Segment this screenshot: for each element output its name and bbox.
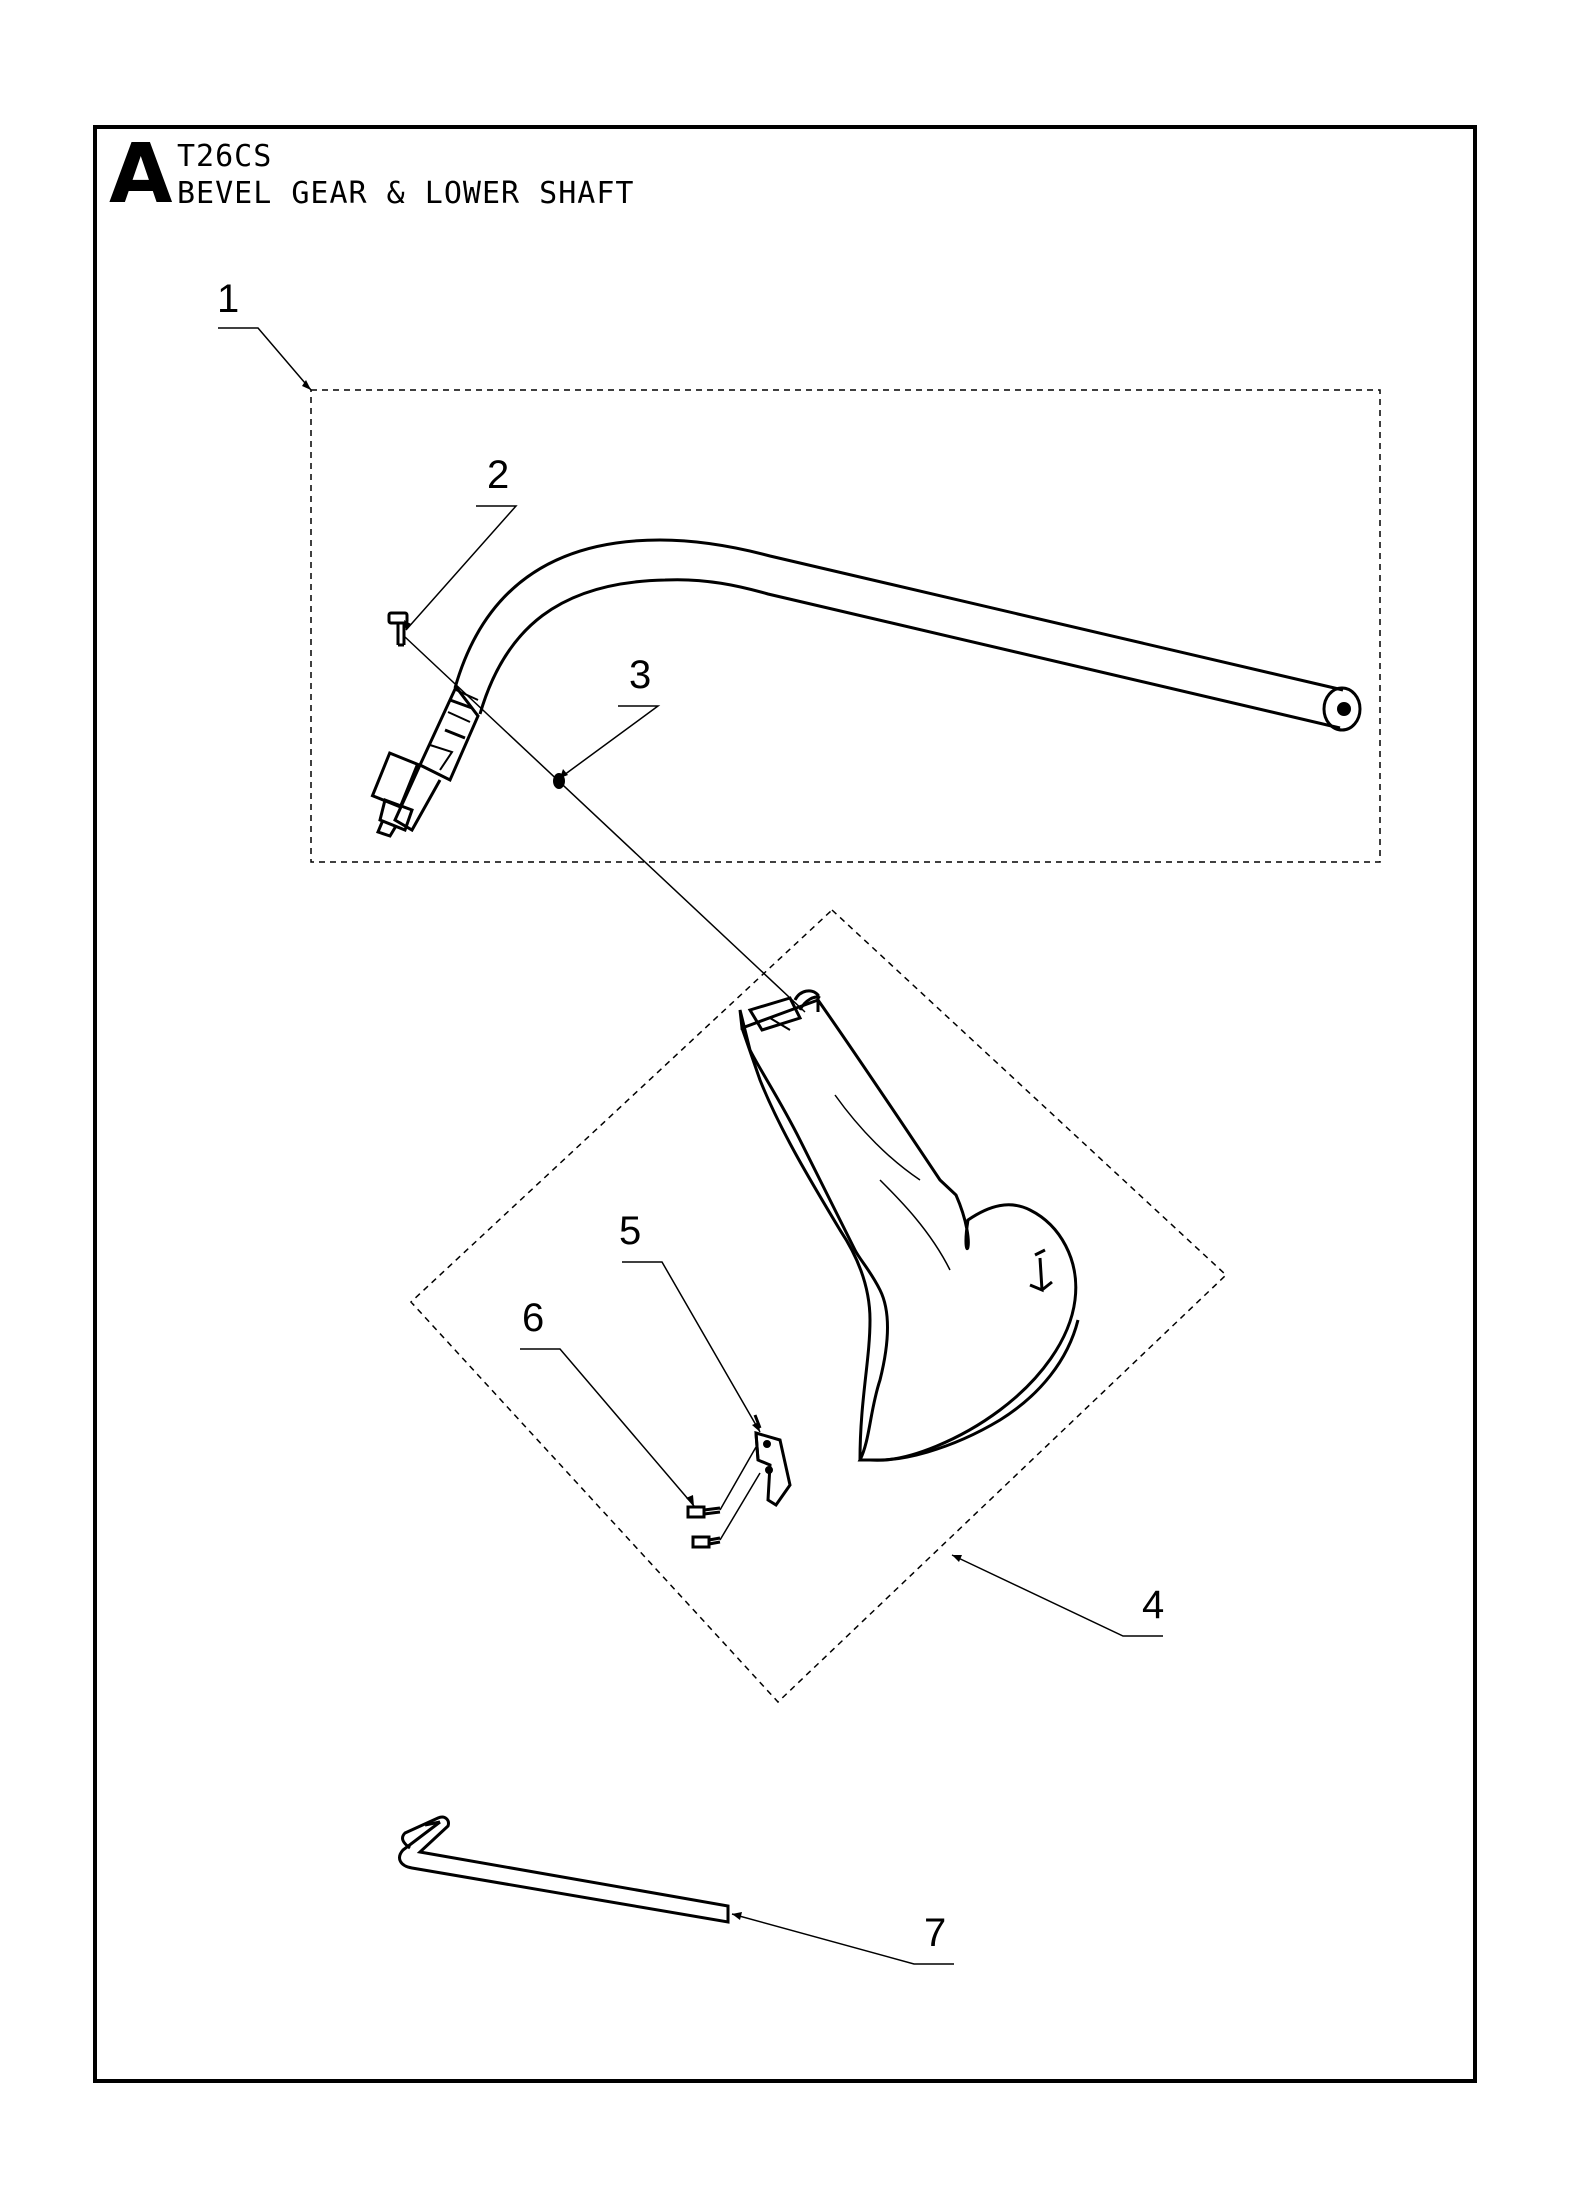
leader-3	[559, 705, 661, 779]
model-name: T26CS	[177, 139, 273, 174]
screws-part-6	[686, 1446, 761, 1549]
assembly-axis-line	[404, 636, 806, 1013]
callout-3: 3	[629, 653, 651, 697]
diagram-title: BEVEL GEAR & LOWER SHAFT	[177, 176, 635, 211]
leader-1	[218, 327, 312, 391]
hex-key	[398, 1815, 730, 1924]
leader-5	[622, 1261, 761, 1433]
diagram-frame	[93, 125, 1477, 2083]
guard	[738, 989, 1080, 1462]
leader-7	[731, 1913, 954, 1965]
callout-6: 6	[522, 1296, 544, 1340]
callout-5: 5	[619, 1209, 641, 1253]
leader-arrows	[302, 380, 962, 1920]
callout-1: 1	[217, 277, 239, 321]
callout-7: 7	[924, 1911, 946, 1955]
leader-2	[405, 505, 518, 631]
callout-2: 2	[487, 453, 509, 497]
section-letter: A	[109, 127, 173, 222]
leader-6	[520, 1348, 695, 1507]
leader-lines	[218, 327, 1163, 1965]
clamp-bracket	[753, 1414, 792, 1508]
assembly-4-boundary	[409, 908, 1228, 1704]
screw-part-2	[387, 611, 409, 647]
assembly-1-boundary	[310, 389, 1381, 863]
callout-4: 4	[1142, 1583, 1164, 1627]
leader-4	[951, 1554, 1163, 1637]
lower-shaft	[370, 538, 1362, 838]
